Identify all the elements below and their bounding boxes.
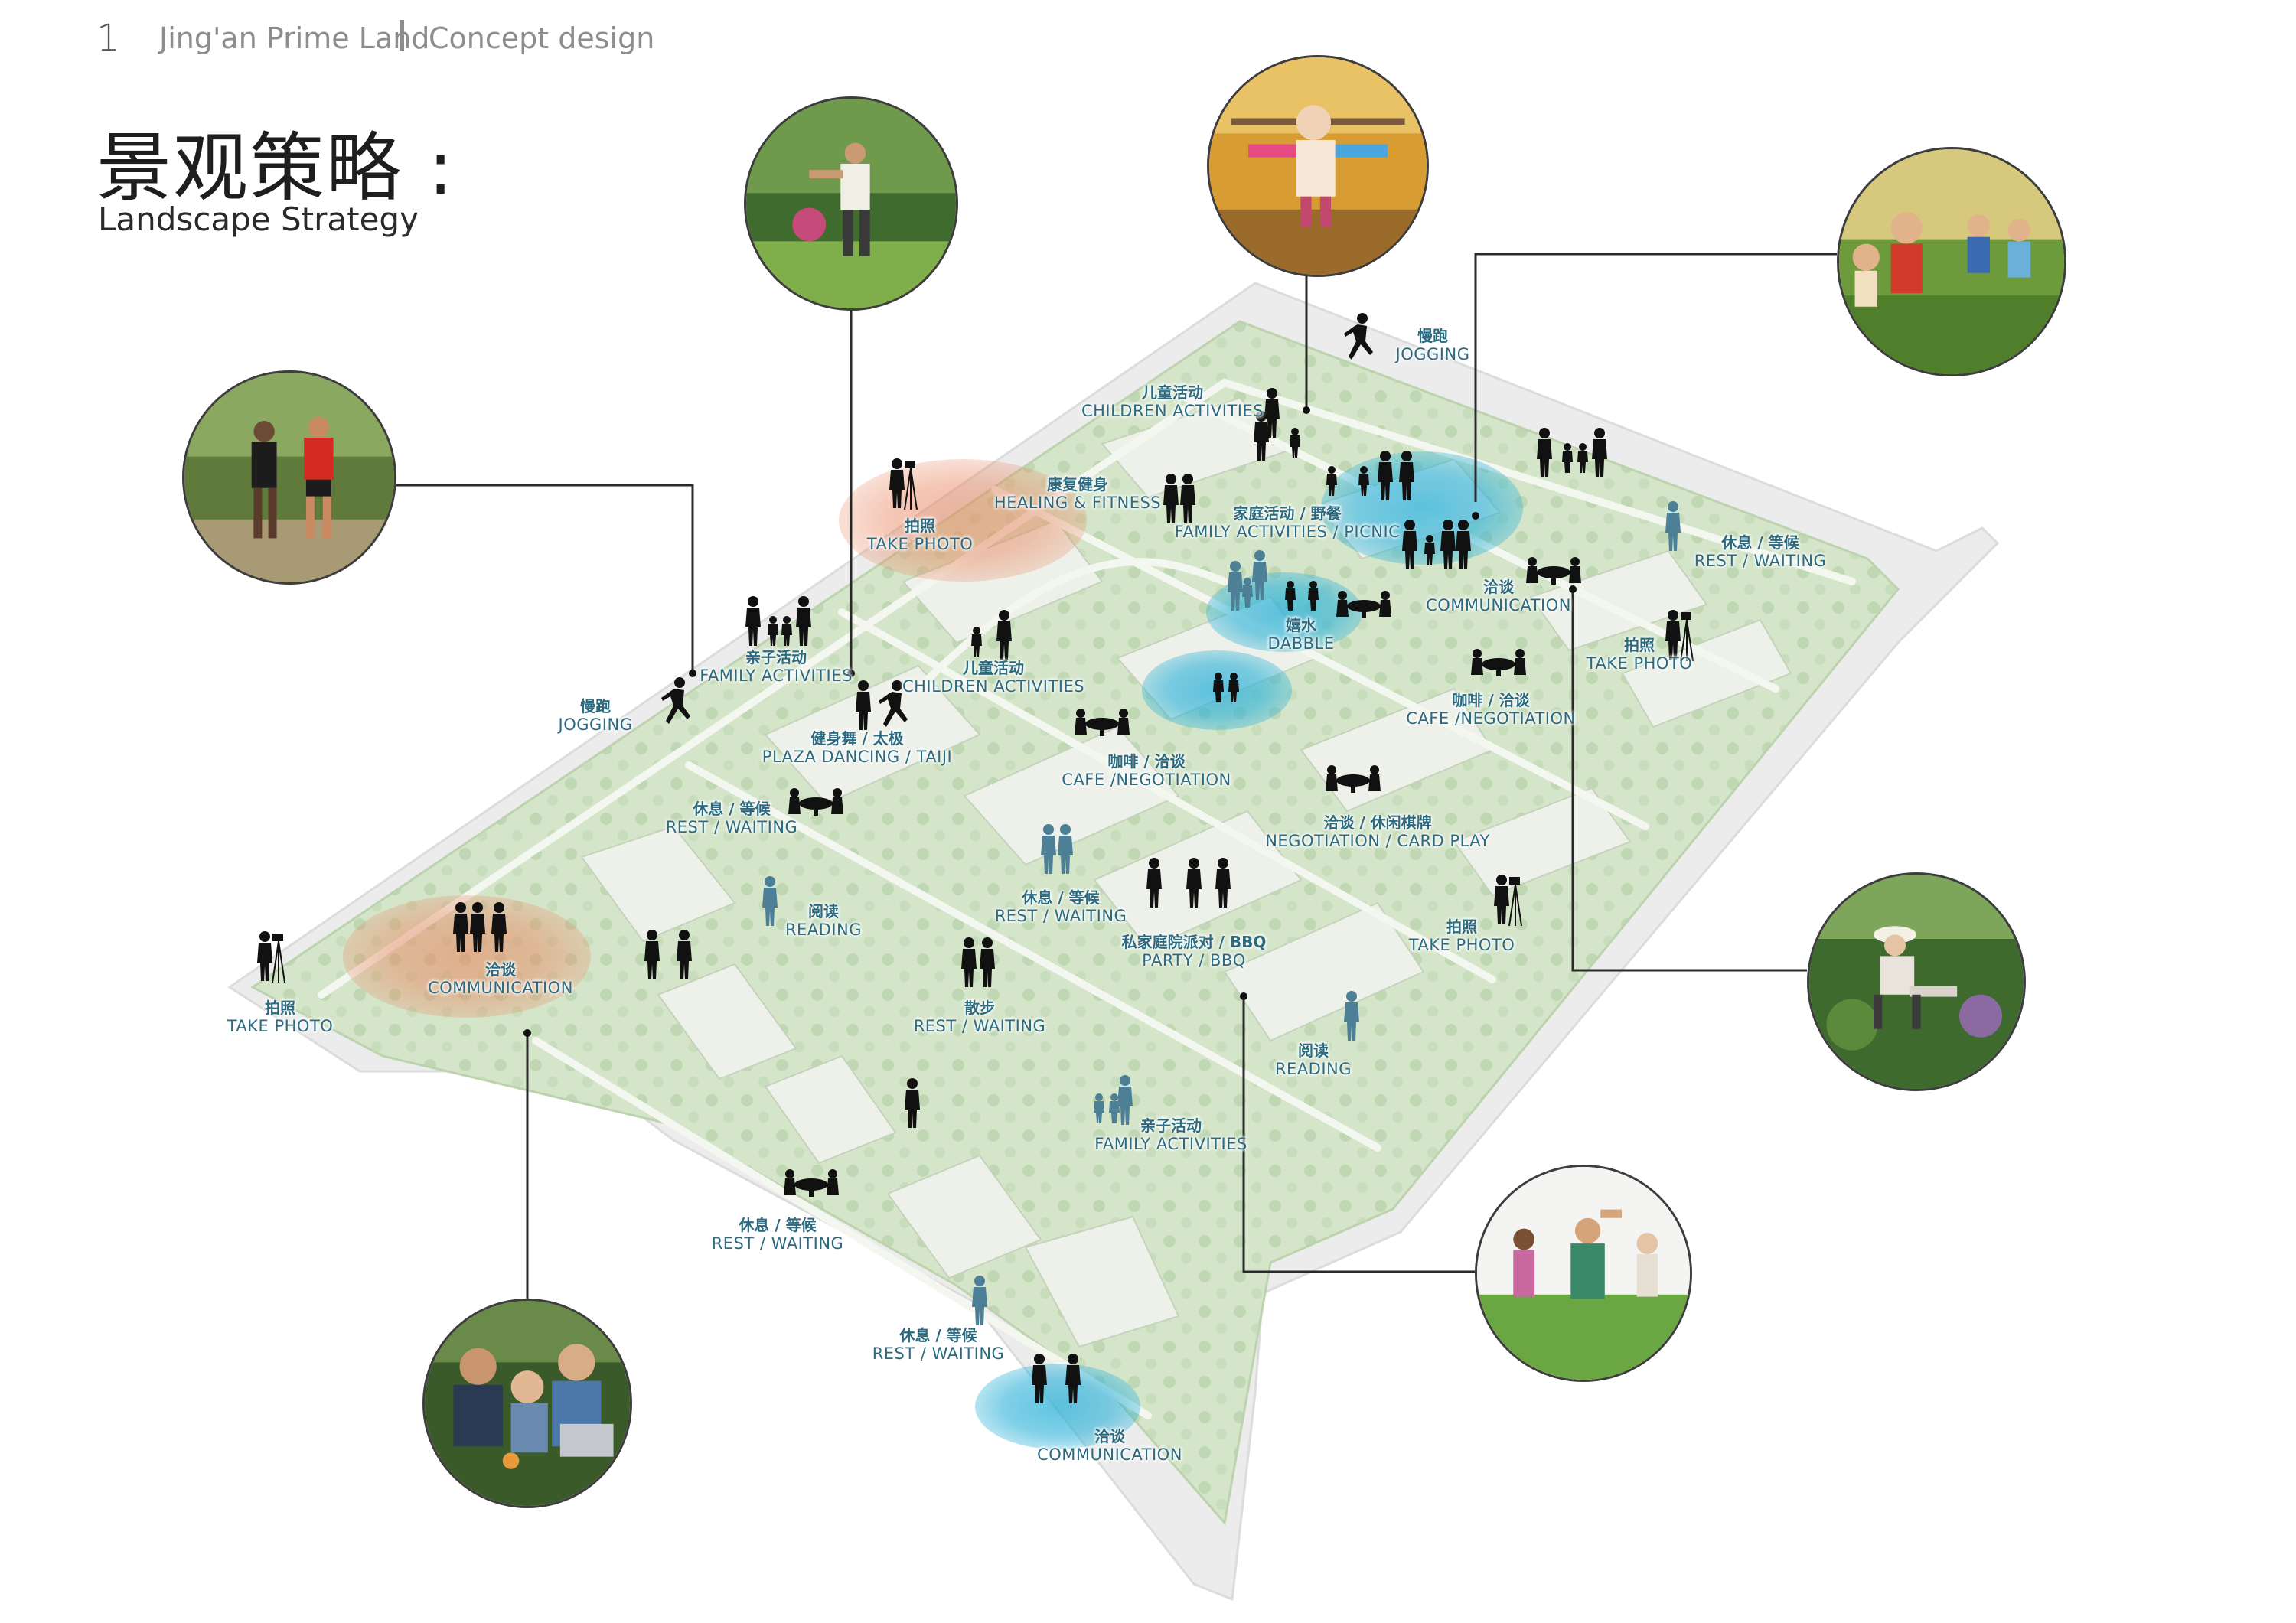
site-plan-trees — [253, 321, 1898, 1523]
zone-family-picnic-blue — [1321, 451, 1523, 565]
page-title-en: Landscape Strategy — [98, 200, 419, 238]
section-name: Concept design — [429, 21, 655, 55]
photo-woman-reading-icon — [1807, 872, 2026, 1091]
header-divider — [400, 20, 404, 51]
page-number: 1 — [96, 17, 120, 60]
photo-garden-party-icon — [1475, 1165, 1692, 1382]
zone-communication-orange — [343, 895, 591, 1018]
page-title-cn: 景观策略 : — [96, 125, 455, 212]
leader-lines — [396, 253, 1837, 1299]
photo-child-swing-icon — [1207, 55, 1429, 277]
photo-taiji-icon — [744, 96, 958, 311]
project-name: Jing'an Prime Land — [159, 21, 430, 55]
photo-runners-icon — [182, 370, 396, 585]
photo-kids-running-icon — [1837, 147, 2066, 376]
zone-communication-blue — [975, 1364, 1140, 1449]
photo-people-laptop-icon — [422, 1299, 632, 1508]
leader-line-dots — [523, 406, 1577, 1037]
